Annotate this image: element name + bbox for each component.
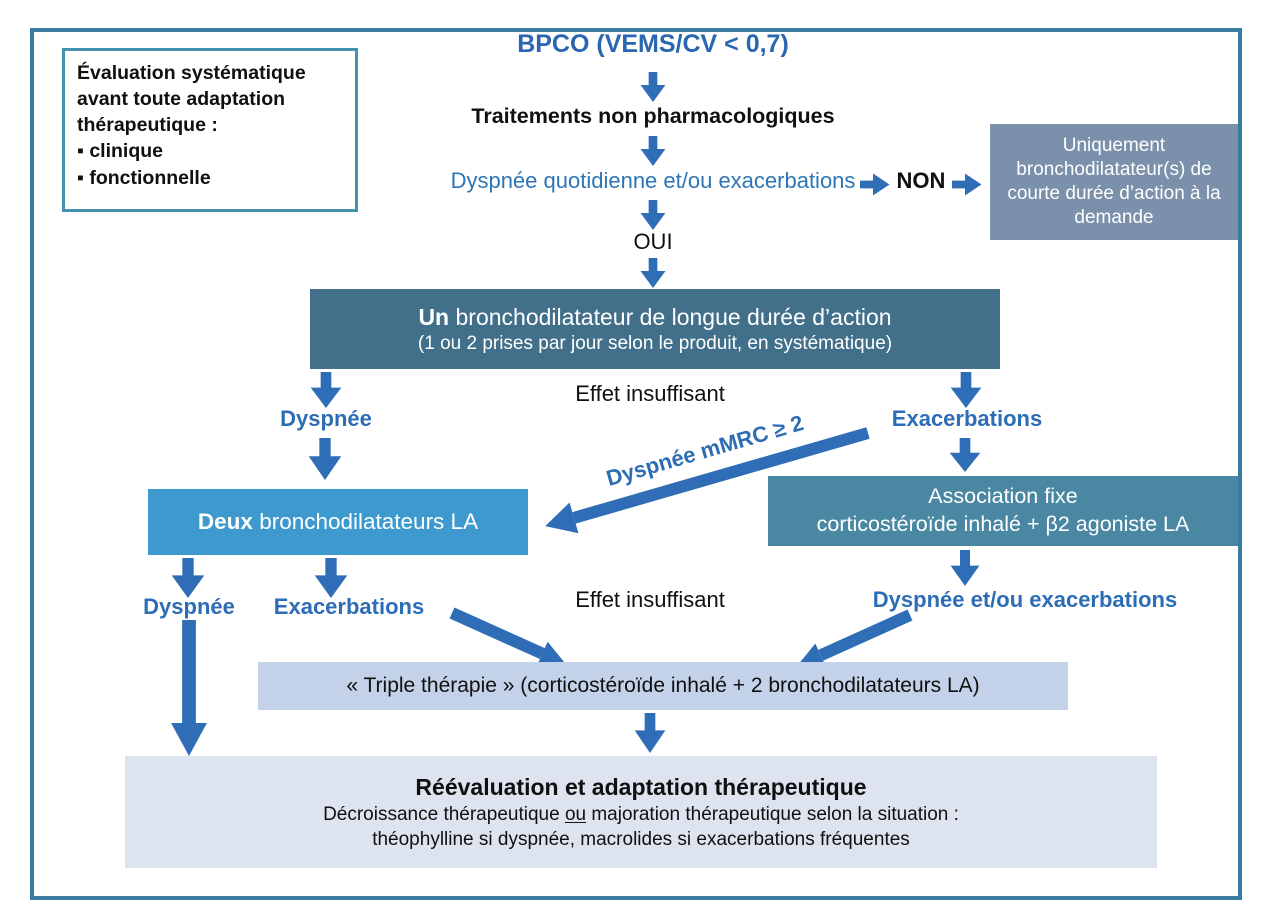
box-fixed-combination: Association fixe corticostéroïde inhalé … [768,476,1238,546]
label-dyspnee-et-ou-exacerbations: Dyspnée et/ou exacerbations [872,587,1178,612]
note-bullet-clinique: ▪ clinique [77,140,164,163]
diagram-title-bpco: BPCO (VEMS/CV < 0,7) [517,30,789,58]
arrow-down-icon [171,558,205,598]
box-triple-therapy: « Triple thérapie » (corticostéroïde inh… [258,662,1068,710]
box-one-long-acting-bronchodilator: Un bronchodilatateur de longue durée d’a… [310,289,1000,369]
label-dyspnee-2: Dyspnée [143,594,235,619]
reeval-line2-pre: Décroissance thérapeutique [323,803,565,825]
arrow-down-icon [640,72,666,102]
arrow-down-icon [640,200,666,230]
arrow-down-icon [949,438,981,472]
box-short-acting-bronchodilator: Uniquement bronchodilatateur(s) de court… [990,124,1238,240]
label-effet-insuffisant-2: Effet insuffisant [575,587,725,612]
label-exacerbations-1: Exacerbations [891,406,1043,431]
arrow-down-icon [640,258,666,288]
arrow-down-long-icon [171,620,207,756]
reeval-line2-ou: ou [564,803,587,825]
reeval-title: Réévaluation et adaptation thérapeutique [415,773,867,800]
label-non: NON [896,168,946,193]
arrow-down-icon [950,372,982,408]
arrow-down-icon [314,558,348,598]
note-line: avant toute adaptation [77,88,286,111]
reeval-line3: théophylline si dyspnée, macrolides si e… [372,828,910,850]
box-two-bd-rest: bronchodilatateurs LA [252,509,479,534]
note-bullet-fonctionnelle: ▪ fonctionnelle [77,166,211,189]
outer-frame [30,28,1242,900]
label-dyspnee-1: Dyspnée [280,406,372,431]
box-one-bd-line1: Un bronchodilatateur de longue durée d’a… [418,304,891,331]
box-assoc-line2: corticostéroïde inhalé + β2 agoniste LA [816,512,1190,536]
label-daily-dyspnea-question: Dyspnée quotidienne et/ou exacerbations [450,168,856,193]
box-assoc-line1: Association fixe [928,484,1078,509]
arrow-right-icon [860,173,890,196]
arrow-down-icon [310,372,342,408]
label-exacerbations-2: Exacerbations [273,594,425,619]
arrow-down-icon [634,713,666,753]
box-two-bd-line: Deux bronchodilatateurs LA [198,509,478,535]
arrow-down-icon [640,136,666,166]
arrow-down-icon [950,550,980,586]
box-one-bd-bold: Un [418,303,450,330]
box-two-bd-bold: Deux [197,509,253,534]
note-box-systematic-evaluation: Évaluation systématique avant toute adap… [62,48,358,212]
box-two-bronchodilators: Deux bronchodilatateurs LA [148,489,528,555]
note-line: Évaluation systématique [77,62,306,84]
label-effet-insuffisant-1: Effet insuffisant [575,381,725,406]
note-line: thérapeutique : [77,114,218,137]
arrow-right-icon [952,173,982,196]
label-oui: OUI [633,229,673,254]
box-one-bd-line2: (1 ou 2 prises par jour selon le produit… [417,332,893,354]
box-reevaluation: Réévaluation et adaptation thérapeutique… [125,756,1157,868]
reeval-line2-post: majoration thérapeutique selon la situat… [586,803,959,825]
label-non-pharmacological-treatments: Traitements non pharmacologiques [471,104,835,128]
box-one-bd-rest: bronchodilatateur de longue durée d’acti… [449,303,892,330]
reeval-line2: Décroissance thérapeutique ou majoration… [323,804,959,826]
arrow-down-icon [308,438,342,480]
